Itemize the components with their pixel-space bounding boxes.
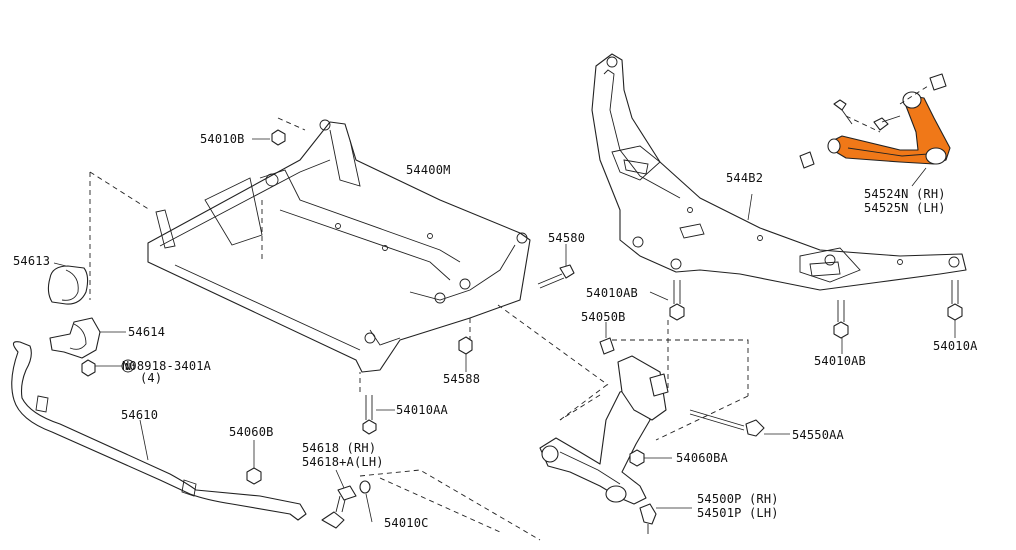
label-54400m: 54400M — [406, 163, 451, 177]
label-54618-rh: 54618 (RH) — [302, 441, 377, 455]
label-54614: 54614 — [128, 325, 166, 339]
label-08918-qty: (4) — [140, 371, 163, 385]
bolt-54010aa — [362, 395, 395, 435]
label-54524n-rh: 54524N (RH) — [864, 187, 946, 201]
upper-link-54524n — [799, 73, 951, 187]
stabilizer-bar-54610 — [11, 341, 307, 521]
clamp-54614 — [49, 317, 126, 359]
label-54060b: 54060B — [229, 425, 274, 439]
nut-54060b — [246, 440, 262, 485]
nut-54010c — [359, 480, 373, 523]
label-54010aa: 54010AA — [396, 403, 448, 417]
suspension-member-54400m — [147, 119, 531, 373]
label-54010c: 54010C — [384, 516, 429, 530]
label-54060ba: 54060BA — [676, 451, 728, 465]
label-54010b: 54010B — [200, 132, 245, 146]
nut-54060ba — [629, 449, 672, 467]
bolt-54580 — [537, 244, 575, 289]
bolt-08918-3401a: N — [81, 359, 135, 377]
label-544b2: 544B2 — [726, 171, 764, 185]
label-54618-lh: 54618+A(LH) — [302, 455, 384, 469]
bushing-54613 — [47, 262, 89, 305]
label-54010a: 54010A — [933, 339, 978, 353]
label-54050b: 54050B — [581, 310, 626, 324]
bolt-54010ab-right — [833, 300, 849, 354]
bolt-54010a — [947, 280, 963, 338]
nut-54010b — [252, 129, 286, 146]
nut-54588 — [458, 336, 473, 372]
label-08918-3401a: N08918-3401A — [122, 359, 212, 373]
connecting-rod-54618 — [321, 469, 357, 529]
bolt-54550aa — [689, 409, 790, 437]
bushing-54050b — [599, 322, 615, 355]
bolt-54010ab-left — [649, 280, 685, 321]
label-54580: 54580 — [548, 231, 586, 245]
label-54588: 54588 — [443, 372, 481, 386]
lower-link-54500p — [539, 355, 692, 534]
member-544b2 — [591, 53, 967, 291]
label-54010ab-left: 54010AB — [586, 286, 638, 300]
label-54525n-lh: 54525N (LH) — [864, 201, 946, 215]
label-54550aa: 54550AA — [792, 428, 844, 442]
label-54613: 54613 — [13, 254, 51, 268]
label-54501p-lh: 54501P (LH) — [697, 506, 779, 520]
label-54500p-rh: 54500P (RH) — [697, 492, 779, 506]
label-54010ab-right: 54010AB — [814, 354, 866, 368]
svg-text:N: N — [125, 362, 131, 373]
label-54610: 54610 — [121, 408, 159, 422]
